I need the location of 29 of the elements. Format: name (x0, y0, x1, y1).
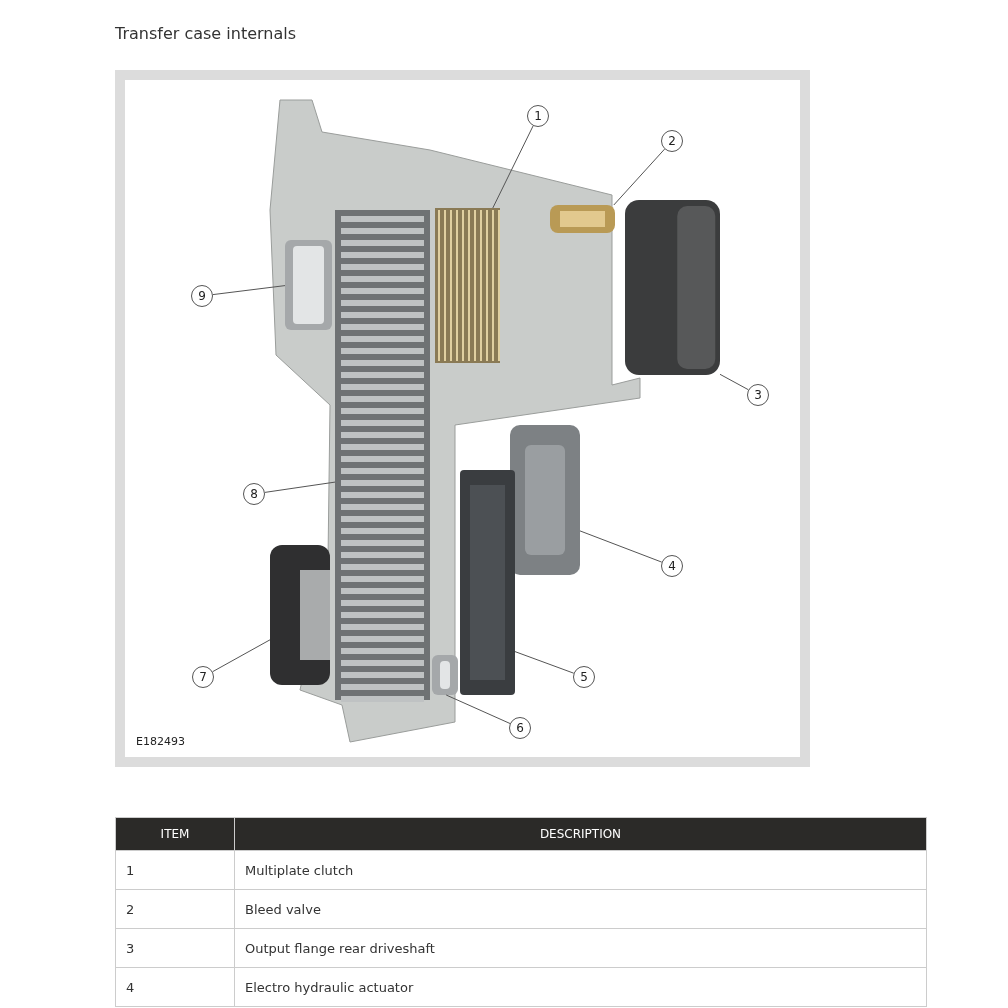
clutch-plates-drawing (435, 208, 500, 363)
item-number: 3 (115, 928, 235, 968)
bearing-drawing (285, 240, 332, 330)
leader-line (212, 285, 286, 296)
item-description: Multiplate clutch (234, 850, 927, 890)
page-title: Transfer case internals (115, 24, 296, 43)
item-description: Bleed valve (234, 889, 927, 929)
column-header: ITEM (115, 817, 235, 851)
valve-block-drawing (460, 470, 515, 695)
leader-line (212, 639, 271, 673)
item-description: Electro hydraulic actuator (234, 967, 927, 1007)
flange-drawing (625, 200, 720, 375)
sprocket-drawing (432, 655, 458, 695)
leader-line (613, 148, 666, 206)
figure-number: E182493 (136, 735, 185, 748)
chain-drawing (335, 210, 430, 702)
leader-line (264, 481, 336, 493)
leader-line (514, 651, 575, 674)
item-description: Output flange rear driveshaft (234, 928, 927, 968)
leader-line (719, 373, 749, 391)
item-number: 1 (115, 850, 235, 890)
item-number: 4 (115, 967, 235, 1007)
item-number: 2 (115, 889, 235, 929)
column-header: DESCRIPTION (234, 817, 927, 851)
flange-drawing (270, 545, 330, 685)
leader-line (579, 530, 663, 563)
leader-line (492, 125, 534, 209)
valve-drawing (550, 205, 615, 233)
actuator-drawing (510, 425, 580, 575)
